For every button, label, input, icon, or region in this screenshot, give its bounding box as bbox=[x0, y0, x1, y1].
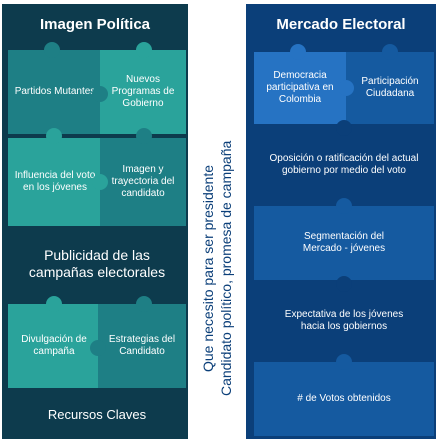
piece-label: Influencia del voto en los jóvenes bbox=[14, 170, 96, 193]
imagen-politica-panel: Imagen Política Partidos Mutantes Nuevos… bbox=[2, 4, 188, 439]
middle-panel: Que necesito para ser presidente Candida… bbox=[192, 44, 244, 439]
piece-label: Democracia participativa en Colombia bbox=[266, 70, 334, 105]
piece-votos: # de Votos obtenidos bbox=[254, 362, 434, 436]
piece-influencia-voto: Influencia del voto en los jóvenes bbox=[8, 138, 102, 226]
piece-label: Imagen y trayectoria del candidato bbox=[111, 164, 175, 199]
puzzle-knob bbox=[382, 44, 398, 60]
piece-recursos-claves: Recursos Claves bbox=[8, 394, 186, 436]
piece-label: Estrategias del Candidato bbox=[108, 334, 176, 357]
piece-label: Segmentación del Mercado - jóvenes bbox=[302, 231, 386, 254]
puzzle-knob bbox=[92, 86, 108, 102]
piece-democracia: Democracia participativa en Colombia bbox=[254, 52, 346, 124]
piece-label: Divulgación de campaña bbox=[21, 334, 87, 357]
puzzle-knob bbox=[136, 42, 152, 58]
puzzle-knob bbox=[90, 340, 106, 356]
puzzle-knob bbox=[46, 128, 62, 144]
piece-label: Expectativa de los jóvenes hacia los gob… bbox=[284, 309, 404, 332]
puzzle-knob bbox=[136, 128, 152, 144]
puzzle-knob bbox=[336, 198, 352, 214]
piece-divulgacion: Divulgación de campaña bbox=[8, 304, 100, 388]
puzzle-knob bbox=[336, 120, 352, 136]
piece-label: Participación Ciudadana bbox=[361, 76, 419, 99]
piece-segmentacion: Segmentación del Mercado - jóvenes bbox=[254, 206, 434, 280]
mercado-electoral-title: Mercado Electoral bbox=[276, 16, 406, 33]
piece-partidos-mutantes: Partidos Mutantes bbox=[8, 50, 102, 134]
piece-label: # de Votos obtenidos bbox=[297, 393, 391, 404]
puzzle-knob bbox=[46, 296, 62, 312]
piece-oposicion: Oposición o ratificación del actual gobi… bbox=[254, 128, 434, 202]
imagen-politica-title: Imagen Política bbox=[39, 16, 151, 33]
piece-label: Partidos Mutantes bbox=[14, 86, 96, 97]
piece-label: Oposición o ratificación del actual gobi… bbox=[269, 153, 419, 176]
piece-label: Publicidad de las campañas electorales bbox=[28, 247, 166, 280]
puzzle-knob bbox=[338, 80, 354, 96]
piece-publicidad: Publicidad de las campañas electorales bbox=[8, 230, 186, 298]
piece-label: Recursos Claves bbox=[47, 407, 147, 423]
puzzle-knob bbox=[136, 296, 152, 312]
mercado-electoral-panel: Mercado Electoral Democracia participati… bbox=[246, 4, 436, 439]
piece-participacion: Participación Ciudadana bbox=[346, 52, 434, 124]
puzzle-knob bbox=[92, 174, 108, 190]
piece-imagen-trayectoria: Imagen y trayectoria del candidato bbox=[100, 138, 186, 226]
piece-expectativa: Expectativa de los jóvenes hacia los gob… bbox=[254, 284, 434, 358]
piece-label: Nuevos Programas de Gobierno bbox=[111, 74, 175, 109]
vertical-text-candidato: Candidato político, promesa de campaña bbox=[218, 140, 234, 396]
vertical-text-presidente: Que necesito para ser presidente bbox=[200, 164, 216, 372]
piece-nuevos-programas: Nuevos Programas de Gobierno bbox=[100, 50, 186, 134]
puzzle-knob bbox=[336, 354, 352, 370]
piece-estrategias: Estrategias del Candidato bbox=[98, 304, 186, 388]
puzzle-knob bbox=[290, 44, 306, 60]
puzzle-knob bbox=[44, 42, 60, 58]
puzzle-knob bbox=[336, 276, 352, 292]
